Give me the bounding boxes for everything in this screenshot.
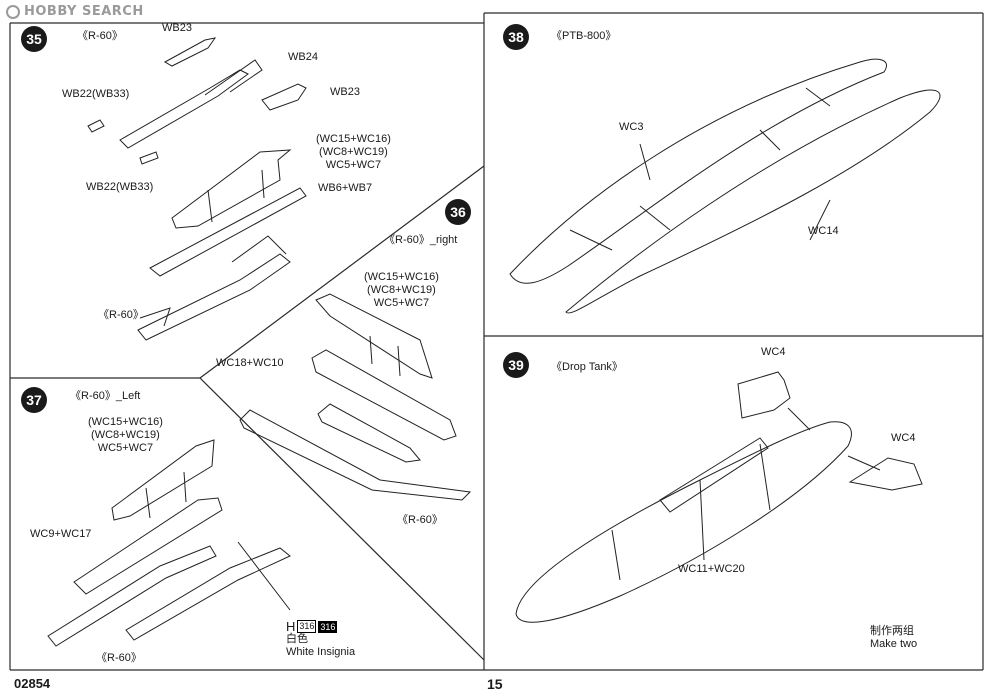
label-group-35-line2: (WC8+WC19) (319, 146, 388, 158)
label-group-36-line3: WC5+WC7 (373, 297, 430, 309)
label-r60-35: 《R-60》 (98, 309, 144, 321)
step-35-title: 《R-60》 (77, 30, 123, 42)
label-wb23-right: WB23 (330, 86, 360, 98)
r60-missile-37b (125, 547, 291, 641)
step-35-number: 35 (26, 31, 42, 47)
label-r60-36: 《R-60》 (397, 514, 443, 526)
step-39-number: 39 (508, 357, 524, 373)
label-wb22-top: WB22(WB33) (62, 88, 130, 100)
step-37-title: 《R-60》_Left (70, 390, 141, 402)
r60-missile-37a (47, 545, 217, 647)
label-group-36: (WC15+WC16) (WC8+WC19) WC5+WC7 (364, 271, 439, 310)
rail-35 (149, 187, 307, 277)
label-wb6: WB6+WB7 (318, 182, 373, 194)
paint-prefix: H (286, 619, 296, 634)
pylon-35 (171, 149, 292, 229)
drop-tank-body (515, 421, 852, 623)
rail-37 (73, 497, 223, 595)
label-wc11: WC11+WC20 (678, 563, 745, 575)
step-39-badge: 39 (503, 352, 529, 378)
wc4-fin-top (737, 371, 791, 419)
label-wc18: WC18+WC10 (216, 357, 284, 369)
wb23-fin-top (163, 37, 217, 67)
rail-36 (311, 349, 457, 441)
step-36-number: 36 (450, 204, 466, 220)
paint-code-2: 316 (318, 620, 338, 633)
drop-tank-pylon (659, 437, 769, 513)
paint-name-cn: 白色 (286, 633, 308, 645)
label-group-37-line1: (WC15+WC16) (88, 416, 163, 428)
ptb800-tank-top (509, 58, 887, 284)
label-wb24: WB24 (288, 51, 318, 63)
label-group-37: (WC15+WC16) (WC8+WC19) WC5+WC7 (88, 416, 163, 455)
paint-code-1: 316 (297, 620, 317, 633)
label-wc9: WC9+WC17 (30, 528, 92, 540)
r60-missile-36a (239, 409, 472, 501)
step-38-badge: 38 (503, 24, 529, 50)
label-wc4-top: WC4 (761, 346, 786, 358)
r60-missile-35 (137, 253, 291, 341)
label-r60-37: 《R-60》 (96, 652, 142, 664)
step-38-title: 《PTB-800》 (551, 30, 617, 42)
wb22-part-bottom (139, 151, 159, 165)
wc4-fin-right (848, 457, 923, 491)
label-group-35-line3: WC5+WC7 (325, 159, 382, 171)
paint-code-row: H 316 316 (286, 620, 355, 633)
step-37-badge: 37 (21, 387, 47, 413)
label-group-35-line1: (WC15+WC16) (316, 133, 391, 145)
label-group-35: (WC15+WC16) (WC8+WC19) WC5+WC7 (316, 133, 391, 172)
pylon-37 (111, 439, 215, 521)
wb23-fin-right (261, 83, 307, 111)
label-group-36-line2: (WC8+WC19) (367, 284, 436, 296)
label-group-37-line2: (WC8+WC19) (91, 429, 160, 441)
label-group-37-line3: WC5+WC7 (97, 442, 154, 454)
logo-text: HOBBY SEARCH (24, 4, 144, 19)
footer-page-number: 15 (487, 676, 503, 692)
label-group-36-line1: (WC15+WC16) (364, 271, 439, 283)
label-make-two-en: Make two (870, 638, 918, 650)
logo-circle-icon (6, 4, 20, 19)
paint-name-en: White Insignia (286, 646, 356, 658)
label-wb22-bottom: WB22(WB33) (86, 181, 154, 193)
footer-product-code: 02854 (14, 676, 51, 691)
label-wc4-right: WC4 (891, 432, 916, 444)
step-39-title: 《Drop Tank》 (551, 361, 623, 373)
wb24-missile-body (119, 69, 249, 149)
step-37-number: 37 (26, 392, 42, 408)
label-wb23-top: WB23 (162, 22, 192, 34)
step-38-number: 38 (508, 29, 524, 45)
step-36-badge: 36 (445, 199, 471, 225)
pylon-36 (315, 293, 433, 379)
label-make-two-cn: 制作两组 (870, 625, 914, 637)
label-wc3: WC3 (619, 121, 644, 133)
wb22-part-top (87, 119, 105, 133)
label-wc14: WC14 (808, 225, 839, 237)
r60-missile-36b (317, 403, 421, 463)
ptb800-tank-bottom (565, 89, 941, 314)
paint-callout: H 316 316 白色 White Insignia (286, 620, 355, 659)
hobby-search-logo: HOBBY SEARCH (6, 4, 144, 19)
step-35-badge: 35 (21, 26, 47, 52)
step-36-title: 《R-60》_right (384, 234, 458, 246)
